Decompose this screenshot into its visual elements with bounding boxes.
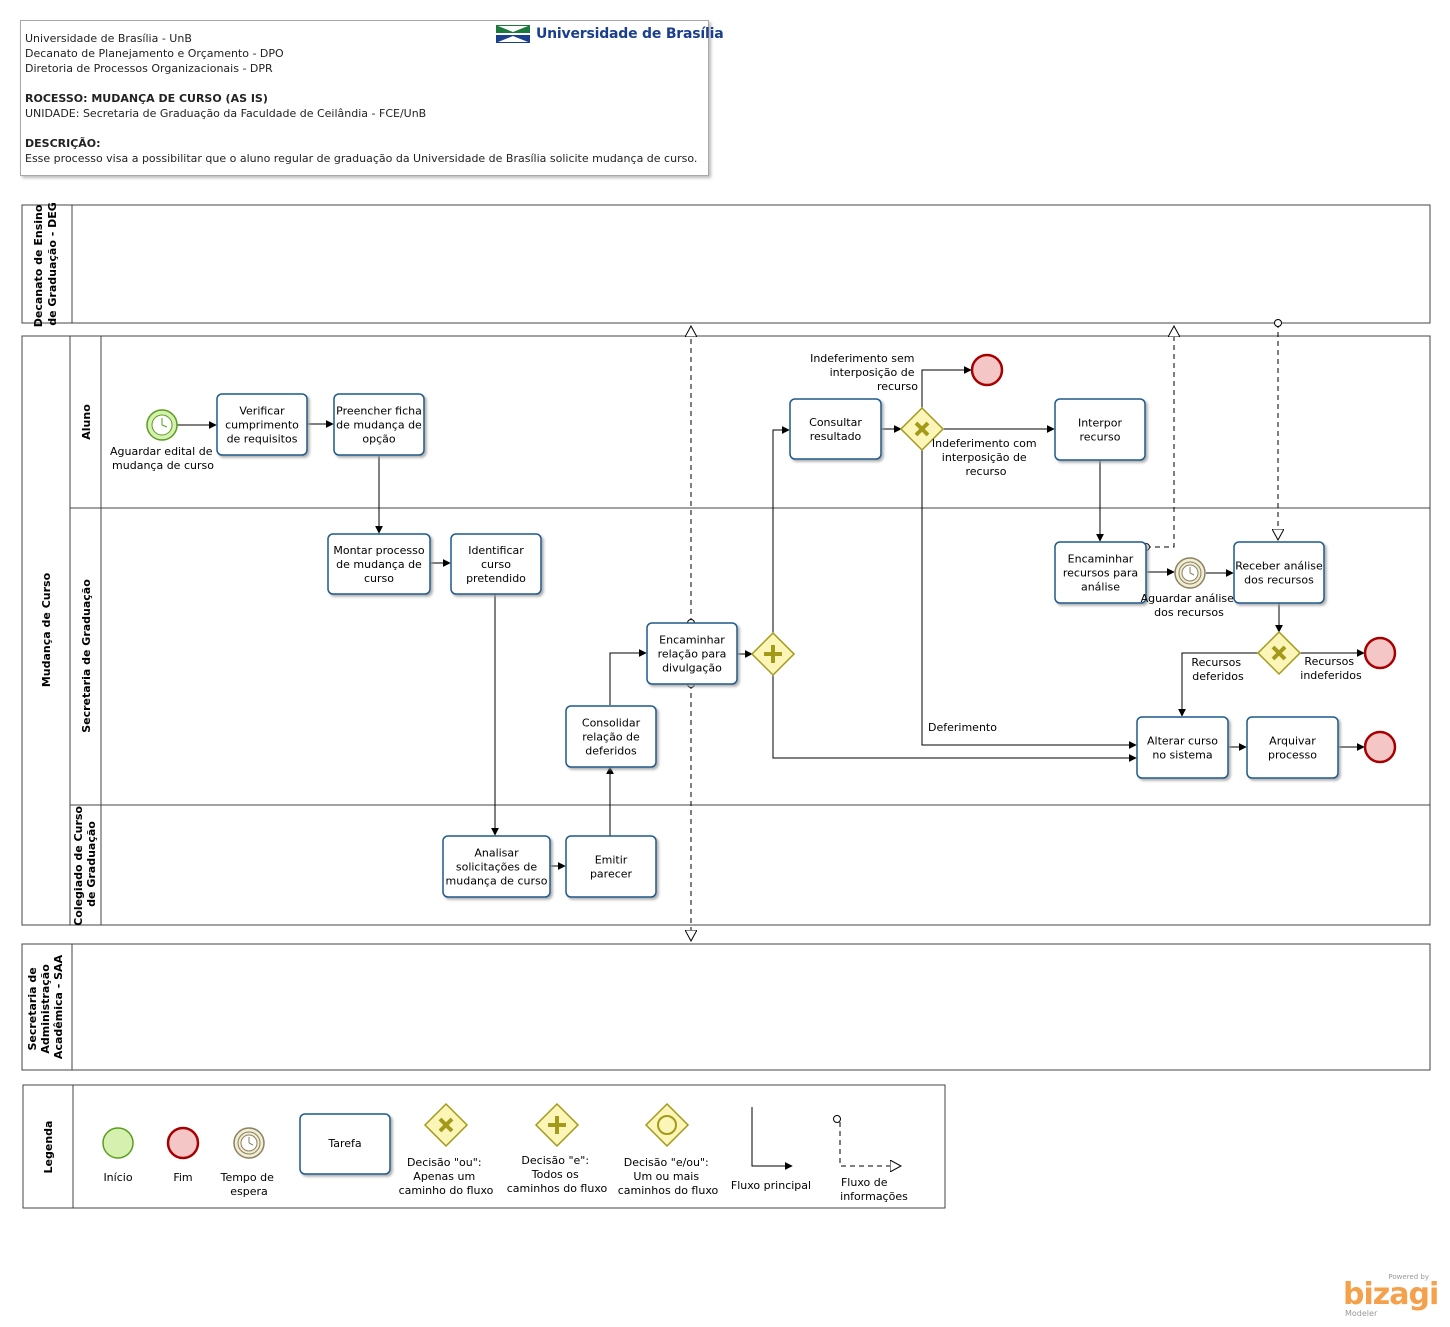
unit-line: UNIDADE: Secretaria de Graduação da Facu…: [25, 107, 427, 120]
legend-or-icon: [644, 1102, 690, 1148]
pool-deg-label-1: Decanato de Ensino: [32, 204, 45, 327]
lane-colegiado-label-2: de Graduação: [85, 821, 98, 907]
lane-secretaria-label: Secretaria de Graduação: [80, 579, 93, 733]
brand-logo: bizagi: [1343, 1277, 1439, 1312]
legend-e: Decisão "e": Todos os caminhos do fluxo: [507, 1154, 608, 1195]
label-rec-deferidos: Recursos deferidos: [1191, 656, 1244, 683]
header-line-1: Universidade de Brasília - UnB: [25, 32, 192, 45]
brand-modeler: Modeler: [1345, 1309, 1378, 1318]
header-line-3: Diretoria de Processos Organizacionais -…: [25, 62, 273, 75]
svg-text:Secretaria de Administra: Secretaria de Administração Acadêmica - …: [26, 954, 65, 1059]
description-text: Esse processo visa a possibilitar que o …: [25, 152, 698, 165]
legend-fluxo-info: Fluxo de informações: [840, 1176, 908, 1203]
process-title: ROCESSO: MUDANÇA DE CURSO (AS IS): [25, 92, 268, 105]
legend-eou: Decisão "e/ou": Um ou mais caminhos do f…: [618, 1156, 719, 1197]
end-event-arquivado[interactable]: [1363, 730, 1397, 764]
description-title: DESCRIÇÃO:: [25, 137, 101, 150]
legend: Legenda Início Fim Tempo de espera Taref…: [22, 1084, 946, 1209]
unb-logo: Universidade de Brasília: [496, 24, 724, 44]
gateway-parallel[interactable]: [750, 631, 796, 677]
lane-aluno-label: Aluno: [80, 404, 93, 440]
brand-powered: Powered by: [1388, 1273, 1429, 1281]
legend-end-icon: [166, 1126, 200, 1160]
start-timer-event[interactable]: [146, 409, 178, 441]
pool-saa: Secretaria de Administração Acadêmica - …: [21, 943, 1431, 1071]
legend-fim: Fim: [173, 1171, 192, 1184]
legend-msg-flow-icon: [839, 1122, 901, 1166]
end-event-recursos-indeferidos[interactable]: [1363, 636, 1397, 670]
legend-tempo: Tempo de espera: [220, 1171, 278, 1198]
label-rec-indeferidos: Recursos indeferidos: [1300, 655, 1362, 682]
pool-saa-label-1: Secretaria de: [26, 967, 39, 1050]
unb-logo-icon: [496, 25, 530, 43]
legend-timer-icon: [233, 1127, 265, 1159]
header-line-2: Decanato de Planejamento e Orçamento - D…: [25, 47, 284, 60]
gateway-exclusive-recursos[interactable]: [1256, 630, 1302, 676]
bizagi-branding: Powered by bizagi Modeler: [1343, 1273, 1439, 1321]
legend-start-icon: [102, 1127, 134, 1159]
legend-title: Legenda: [42, 1121, 55, 1174]
legend-and-icon: [534, 1102, 580, 1148]
legend-task-icon: [299, 1113, 391, 1175]
label-indef-com: Indeferimento com interposição de recurs…: [932, 437, 1040, 478]
timer-event-recursos[interactable]: [1174, 557, 1206, 589]
legend-xor-icon: [423, 1102, 469, 1148]
lane-colegiado-label-1: Colegiado de Curso: [72, 806, 85, 926]
legend-inicio: Início: [103, 1171, 132, 1184]
legend-fluxo-principal: Fluxo principal: [731, 1179, 811, 1192]
pool-main-label: Mudança de Curso: [40, 572, 53, 687]
legend-tarefa: Tarefa: [327, 1137, 361, 1150]
pool-saa-label-3: Acadêmica - SAA: [52, 954, 65, 1059]
pool-deg: Decanato de Ensino de Graduação - DEG: [21, 201, 1431, 328]
label-indef-sem: Indeferimento sem interposição de recurs…: [810, 352, 918, 393]
gateway-exclusive-resultado[interactable]: [899, 406, 945, 452]
svg-text:Decanato de Ensino de Gr: Decanato de Ensino de Graduação - DEG: [32, 201, 59, 328]
start-event-label: Aguardar edital de mudança de curso: [110, 445, 216, 472]
sequence-flows: [177, 366, 1365, 870]
svg-text:Colegiado de Curso de Gr: Colegiado de Curso de Graduação: [72, 802, 98, 926]
legend-ou: Decisão "ou": Apenas um caminho do fluxo: [399, 1156, 494, 1197]
timer-event-label: Aguardar análise dos recursos: [1141, 592, 1238, 619]
legend-msg-origin-icon: [833, 1115, 841, 1123]
pool-deg-label-2: de Graduação - DEG: [46, 202, 59, 326]
legend-seq-flow-icon: [751, 1107, 793, 1170]
message-flows: [691, 323, 1278, 941]
pool-saa-label-2: Administração: [39, 964, 52, 1054]
process-header: Universidade de Brasília - UnB Decanato …: [20, 20, 709, 176]
end-event-indeferimento[interactable]: [970, 353, 1004, 387]
unb-logo-text: Universidade de Brasília: [536, 26, 724, 42]
label-deferimento: Deferimento: [928, 721, 997, 734]
